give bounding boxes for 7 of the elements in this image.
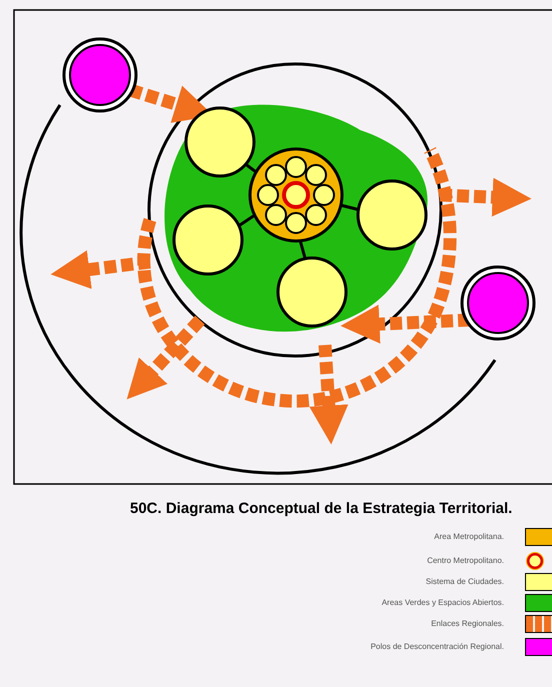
diagram-title: 50C. Diagrama Conceptual de la Estrategia Territorial. — [130, 500, 512, 517]
legend-label: Enlaces Regionales. — [431, 619, 504, 628]
legend-label: Areas Verdes y Espacios Abiertos. — [382, 598, 504, 607]
legend-label: Polos de Desconcentración Regional. — [370, 642, 504, 651]
legend-label: Area Metropolitana. — [434, 532, 504, 541]
legend-label: Centro Metropolitano. — [427, 556, 504, 565]
legend-label: Sistema de Ciudades. — [426, 577, 504, 586]
